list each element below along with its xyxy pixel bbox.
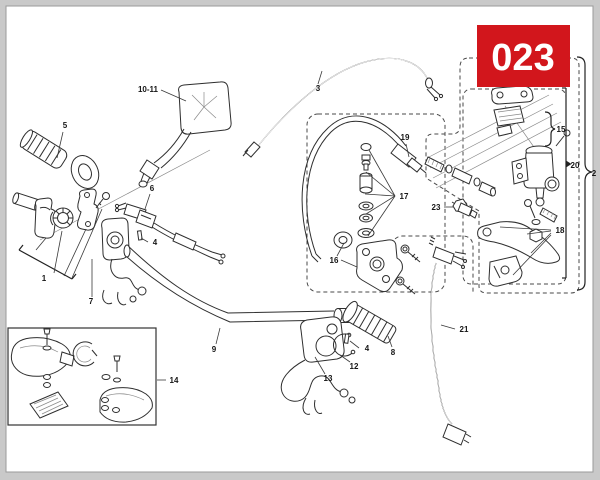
- page-badge-number: 023: [491, 37, 554, 79]
- left-grip-drawing: [19, 129, 100, 189]
- callout-leader-18: [512, 234, 552, 276]
- brake-hose-drawing: [301, 115, 427, 263]
- throttle-assembly-drawing: [12, 188, 110, 239]
- callout-20: 20: [571, 161, 580, 170]
- callout-6: 6: [150, 184, 155, 193]
- callout-19: 19: [401, 133, 410, 142]
- hose-clamp-drawing: [333, 231, 403, 293]
- mirror-drawing: [138, 81, 232, 188]
- master-cylinder-drawing: [491, 85, 571, 225]
- callout-9: 9: [212, 345, 217, 354]
- callout-leader-16: [336, 242, 345, 257]
- bracket-20: [562, 87, 572, 279]
- left-switch-drawing: [101, 217, 147, 306]
- callout-7: 7: [89, 297, 94, 306]
- screws-drawing: [395, 244, 421, 295]
- dashed-box-kit-outline: [425, 57, 580, 294]
- callout-4: 4: [365, 344, 370, 353]
- handguard-kit-drawing: [10, 328, 153, 423]
- callout-leader-1: [71, 208, 103, 279]
- callout-leader-17: [365, 171, 396, 197]
- callout-leader-17: [364, 193, 396, 197]
- callout-leader-18: [526, 230, 552, 235]
- callout-18: 18: [556, 226, 565, 235]
- brake-lever-drawing: [477, 221, 561, 287]
- callout-leader-8: [387, 335, 393, 348]
- callout-17: 17: [400, 192, 409, 201]
- small-parts-row-drawing: [424, 156, 496, 197]
- callout-21: 21: [460, 325, 469, 334]
- callout-leader-12: [339, 354, 351, 363]
- callout-leader-17: [365, 195, 396, 215]
- clutch-cable-drawing: [114, 202, 226, 265]
- callout-10-11: 10-11: [138, 85, 159, 94]
- circlip-drawing: [332, 332, 356, 357]
- callout-4: 4: [153, 238, 158, 247]
- pin-drawing: [136, 230, 143, 241]
- callout-leader-3: [317, 70, 323, 85]
- callout-23: 23: [432, 203, 441, 212]
- page-badge-box: [477, 25, 570, 87]
- switch-wire-drawing: [428, 236, 472, 446]
- callout-leader-13: [314, 356, 326, 375]
- callout-15: 15: [557, 125, 566, 134]
- callout-leader-5: [56, 131, 64, 159]
- callout-leader-4: [349, 340, 360, 349]
- pin-drawing: [343, 333, 350, 344]
- callout-leader-19: [405, 143, 410, 158]
- callout-1: 1: [42, 274, 47, 283]
- callout-leader-1: [63, 228, 87, 277]
- callout-leader-18: [499, 226, 552, 231]
- pressure-switch-drawing: [451, 198, 478, 219]
- callout-leader-6: [144, 193, 151, 210]
- callout-leader-10-11: [160, 89, 187, 102]
- callout-leader-1: [53, 230, 63, 274]
- callout-8: 8: [391, 348, 396, 357]
- callout-leader-17: [368, 149, 396, 197]
- callout-12: 12: [350, 362, 359, 371]
- callout-leader-16: [340, 259, 358, 268]
- bracket-2: [576, 56, 593, 291]
- page-badge: 023: [477, 25, 570, 87]
- reference-brackets: [18, 56, 593, 291]
- right-switch-drawing: [280, 316, 356, 415]
- callout-2: 2: [592, 169, 597, 178]
- throttle-cable-drawing: [242, 58, 444, 158]
- callout-leader-17: [367, 195, 396, 237]
- callout-leader-9: [215, 327, 221, 345]
- hose-fittings-drawing: [357, 143, 375, 238]
- callout-leader-18: [530, 232, 552, 254]
- callout-leader-21: [440, 324, 456, 330]
- callout-13: 13: [324, 374, 333, 383]
- right-grip-drawing: [342, 300, 397, 344]
- callout-leader-4: [140, 237, 149, 243]
- callout-3: 3: [316, 84, 321, 93]
- callout-leader-1: [35, 237, 47, 251]
- callout-14: 14: [170, 376, 179, 385]
- dashed-box-brake-hose-group: [306, 113, 446, 293]
- callout-16: 16: [330, 256, 339, 265]
- bracket-15: [544, 111, 556, 147]
- bracket-1: [18, 244, 77, 280]
- callout-5: 5: [63, 121, 68, 130]
- handguard-kit-box: [7, 327, 157, 426]
